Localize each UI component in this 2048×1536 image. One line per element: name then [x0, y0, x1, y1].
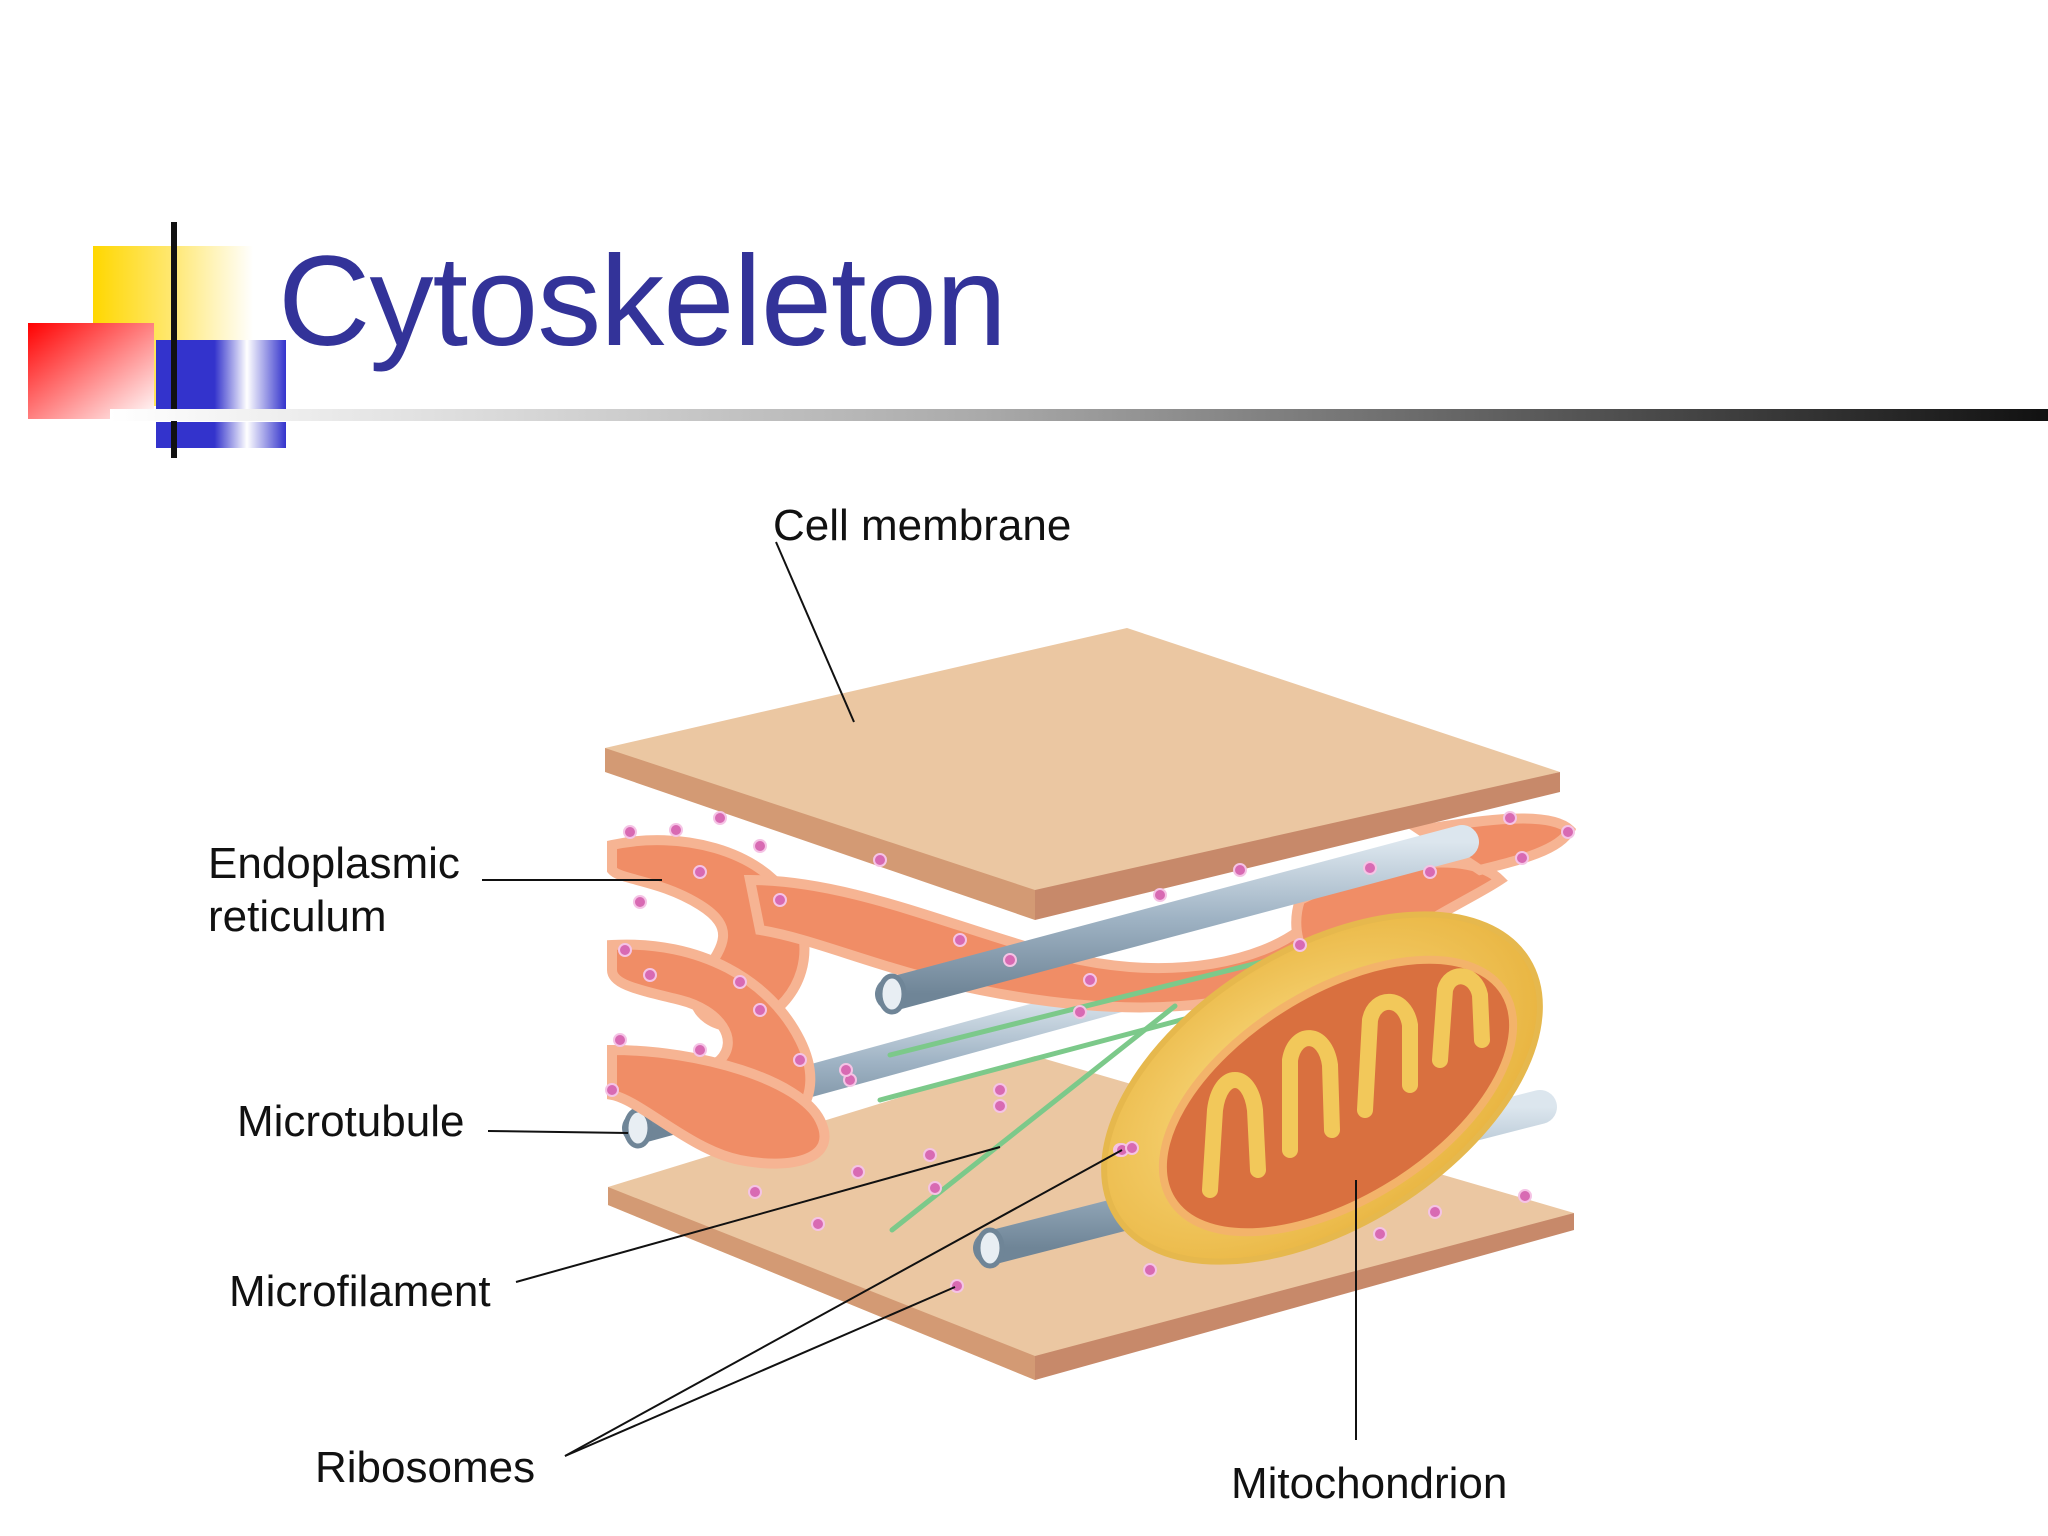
leader-microfilament — [515, 1146, 1001, 1283]
title-rule — [110, 409, 2048, 421]
label-er: Endoplasmic reticulum — [208, 838, 460, 944]
mitochondrion — [1101, 911, 1543, 1265]
slide-title: Cytoskeleton — [278, 230, 1007, 373]
label-er-line2: reticulum — [208, 891, 387, 941]
deco-red-square — [28, 323, 154, 419]
deco-blue-bar — [156, 340, 286, 448]
leader-microtubule — [487, 1130, 629, 1134]
leader-ribosome-b — [564, 1286, 956, 1457]
label-microtubule: Microtubule — [237, 1097, 465, 1146]
label-cell-membrane: Cell membrane — [773, 501, 1072, 550]
label-microfilament: Microfilament — [229, 1267, 491, 1316]
label-er-line1: Endoplasmic — [208, 839, 460, 888]
endoplasmic-reticulum — [607, 813, 1577, 1169]
label-mitochondrion: Mitochondrion — [1231, 1459, 1508, 1508]
ribosomes — [605, 811, 1575, 1293]
deco-vertical-line — [171, 222, 177, 458]
label-ribosomes: Ribosomes — [315, 1443, 536, 1492]
leader-lines — [482, 541, 1357, 1457]
leader-cell-membrane — [775, 541, 855, 723]
leader-ribosome-a — [564, 1149, 1123, 1457]
